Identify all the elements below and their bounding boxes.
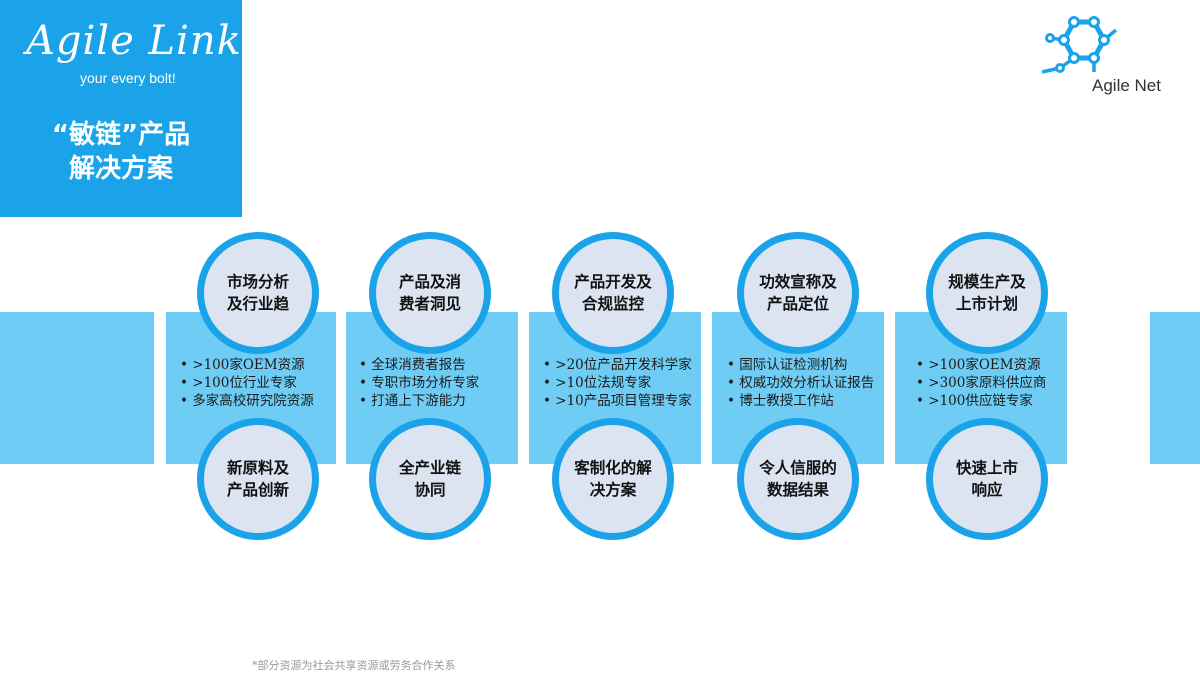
list-item: 专职市场分析专家 <box>359 374 479 392</box>
list-item: >300家原料供应商 <box>916 374 1046 392</box>
page-title-line-1: “敏链”产品 <box>51 120 191 150</box>
circle-text: 产品创新 <box>226 481 289 499</box>
circle-text: 产品定位 <box>766 295 829 313</box>
circle-text: 令人信服的 <box>759 459 837 477</box>
circle-text: 协同 <box>414 481 446 499</box>
circle-text: 决方案 <box>589 481 637 499</box>
band-left-edge <box>0 312 154 464</box>
circle-text: 产品开发及 <box>574 273 652 291</box>
column-bullets-1: >100家OEM资源 >100位行业专家 多家高校研究院资源 <box>180 356 314 410</box>
list-item: >100家OEM资源 <box>916 356 1046 374</box>
circle-text: 响应 <box>971 481 1003 499</box>
column-bullets-4: 国际认证检测机构 权威功效分析认证报告 博士教授工作站 <box>727 356 874 410</box>
column-bottom-circle-1: 新原料及产品创新 <box>197 418 319 540</box>
list-item: >100供应链专家 <box>916 392 1046 410</box>
hexagon-network-icon <box>1041 16 1118 74</box>
circle-text: 数据结果 <box>766 481 829 499</box>
column-top-circle-3: 产品开发及合规监控 <box>552 232 674 354</box>
column-top-circle-4: 功效宣称及产品定位 <box>737 232 859 354</box>
list-item: >10位法规专家 <box>543 374 692 392</box>
list-item: 多家高校研究院资源 <box>180 392 314 410</box>
circle-text: 及行业趋 <box>226 295 289 313</box>
circle-text: 全产业链 <box>398 459 461 477</box>
list-item: 国际认证检测机构 <box>727 356 874 374</box>
circle-text: 快速上市 <box>955 459 1018 477</box>
page-title: “敏链”产品 解决方案 <box>0 118 242 186</box>
circle-text: 新原料及 <box>226 459 289 477</box>
list-item: 权威功效分析认证报告 <box>727 374 874 392</box>
column-bottom-circle-5: 快速上市响应 <box>926 418 1048 540</box>
list-item: 打通上下游能力 <box>359 392 479 410</box>
column-top-circle-5: 规模生产及上市计划 <box>926 232 1048 354</box>
column-bullets-2: 全球消费者报告 专职市场分析专家 打通上下游能力 <box>359 356 479 410</box>
column-bottom-circle-3: 客制化的解决方案 <box>552 418 674 540</box>
column-bullets-3: >20位产品开发科学家 >10位法规专家 >10产品项目管理专家 <box>543 356 692 410</box>
circle-text: 产品及消 <box>398 273 461 291</box>
page-title-line-2: 解决方案 <box>68 154 173 184</box>
circle-text: 费者洞见 <box>398 295 461 313</box>
column-bullets-5: >100家OEM资源 >300家原料供应商 >100供应链专家 <box>916 356 1046 410</box>
list-item: 博士教授工作站 <box>727 392 874 410</box>
column-bottom-circle-4: 令人信服的数据结果 <box>737 418 859 540</box>
brand-box: Agile Link your every bolt! “敏链”产品 解决方案 <box>0 0 242 217</box>
circle-text: 市场分析 <box>226 273 289 291</box>
logo-tagline: your every bolt! <box>80 70 176 86</box>
list-item: >10产品项目管理专家 <box>543 392 692 410</box>
circle-text: 规模生产及 <box>948 273 1026 291</box>
column-top-circle-2: 产品及消费者洞见 <box>369 232 491 354</box>
circle-text: 合规监控 <box>581 295 644 313</box>
list-item: >20位产品开发科学家 <box>543 356 692 374</box>
agile-link-logo: Agile Link <box>26 18 242 64</box>
list-item: >100位行业专家 <box>180 374 314 392</box>
list-item: 全球消费者报告 <box>359 356 479 374</box>
circle-text: 上市计划 <box>955 295 1018 313</box>
agile-net-label: Agile Net <box>1092 76 1161 95</box>
band-right-edge <box>1150 312 1200 464</box>
column-bottom-circle-2: 全产业链协同 <box>369 418 491 540</box>
agile-net-logo: Agile Net <box>1036 16 1186 106</box>
list-item: >100家OEM资源 <box>180 356 314 374</box>
footnote: *部分资源为社会共享资源或劳务合作关系 <box>252 659 456 672</box>
column-top-circle-1: 市场分析及行业趋 <box>197 232 319 354</box>
circle-text: 客制化的解 <box>574 459 652 477</box>
circle-text: 功效宣称及 <box>759 273 837 291</box>
